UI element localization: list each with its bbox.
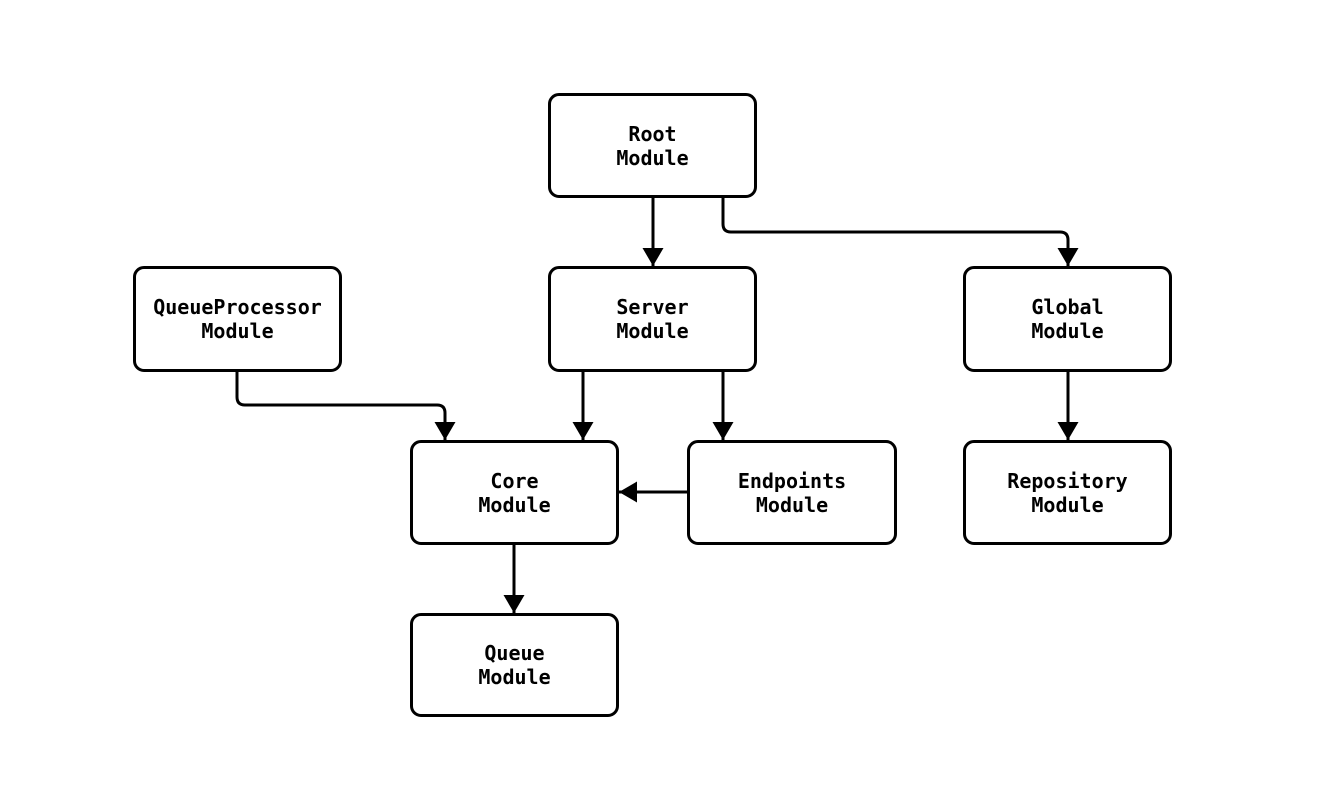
node-root: Root Module — [548, 93, 757, 198]
node-label-global: Global Module — [1031, 295, 1104, 343]
node-label-queueprocessor: QueueProcessor Module — [153, 295, 322, 343]
node-queue: Queue Module — [410, 613, 619, 717]
node-endpoints: Endpoints Module — [687, 440, 897, 545]
node-label-core: Core Module — [478, 468, 551, 517]
node-core: Core Module — [410, 440, 619, 545]
edge-queueprocessor-core — [235, 372, 456, 440]
node-server: Server Module — [548, 266, 757, 372]
node-label-root: Root Module — [616, 121, 689, 170]
node-queueprocessor: QueueProcessor Module — [133, 266, 342, 372]
edge-root-global — [721, 198, 1079, 266]
node-global: Global Module — [963, 266, 1172, 372]
node-label-endpoints: Endpoints Module — [737, 468, 847, 517]
node-label-repository: Repository Module — [1007, 468, 1128, 517]
node-repository: Repository Module — [963, 440, 1172, 545]
node-label-queue: Queue Module — [478, 641, 551, 689]
node-label-server: Server Module — [616, 295, 689, 343]
